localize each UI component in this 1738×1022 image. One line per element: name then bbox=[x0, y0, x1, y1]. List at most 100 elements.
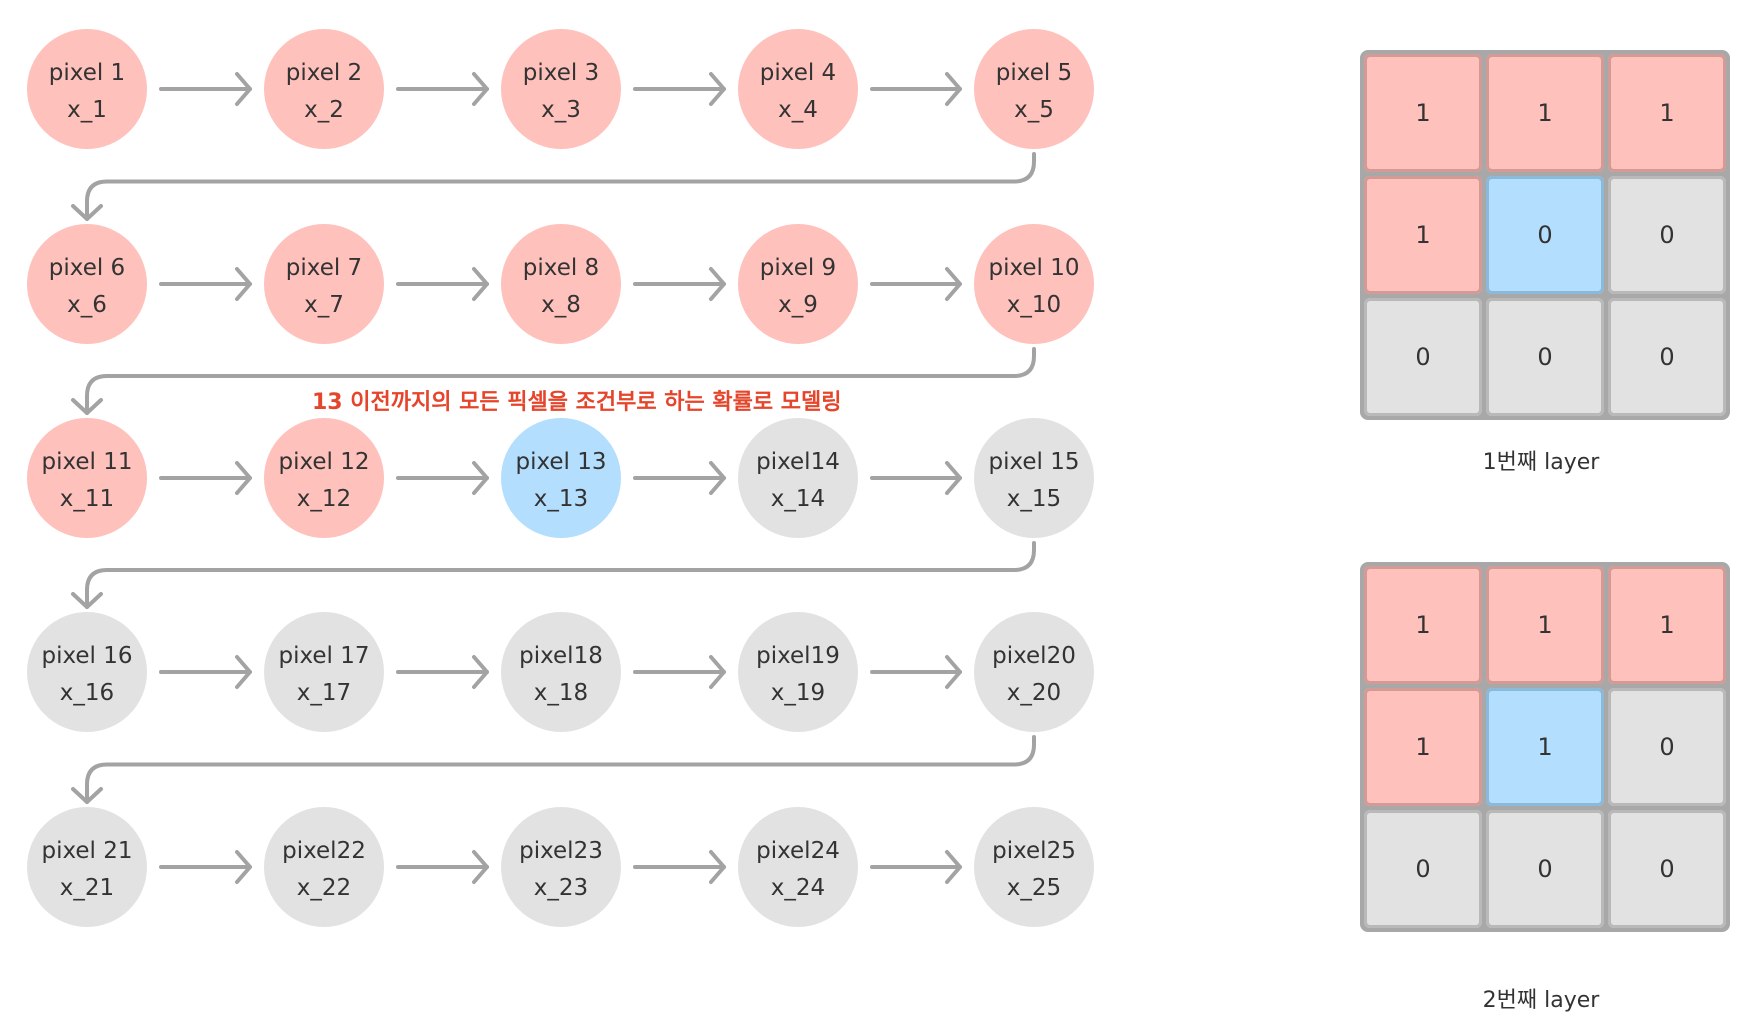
layer-cell: 0 bbox=[1364, 810, 1482, 928]
layer-2-caption: 2번째 layer bbox=[1482, 988, 1600, 1013]
pixel-node-var: x_6 bbox=[67, 292, 107, 318]
pixel-node-label: pixel24 bbox=[756, 838, 840, 864]
layer-cell: 1 bbox=[1486, 566, 1604, 684]
pixel-node: pixel 21x_21 bbox=[27, 807, 147, 927]
pixel-node-circle bbox=[27, 418, 147, 538]
pixel-node-var: x_19 bbox=[771, 680, 825, 706]
pixel-node: pixel 16x_16 bbox=[27, 612, 147, 732]
wrap-connector bbox=[85, 152, 1036, 221]
arrow-head bbox=[945, 72, 962, 106]
layer-cell: 0 bbox=[1364, 298, 1482, 416]
pixel-node: pixel25 x_25 bbox=[974, 807, 1094, 927]
connectors bbox=[71, 72, 1036, 884]
pixel-node-label: pixel 10 bbox=[988, 255, 1079, 281]
pixel-node-var: x_7 bbox=[304, 292, 344, 318]
pixel-node: pixel 8x_8 bbox=[501, 224, 621, 344]
pixel-node-label: pixel 1 bbox=[49, 60, 125, 86]
pixel-node-var: x_2 bbox=[304, 97, 344, 123]
pixel-node-label: pixel 4 bbox=[760, 60, 836, 86]
pixel-node-circle bbox=[738, 807, 858, 927]
pixel-node-label: pixel 11 bbox=[41, 449, 132, 475]
conditional-annotation: 13 이전까지의 모든 픽셀을 조건부로 하는 확률로 모델링 bbox=[312, 390, 842, 415]
pixel-node-label: pixel 15 bbox=[988, 449, 1079, 475]
arrow-head bbox=[235, 850, 252, 884]
layer-cell: 0 bbox=[1608, 810, 1726, 928]
pixel-node-label: pixel 2 bbox=[286, 60, 362, 86]
pixel-node-label: pixel 12 bbox=[278, 449, 369, 475]
pixel-node-circle bbox=[27, 807, 147, 927]
pixel-node-label: pixel 7 bbox=[286, 255, 362, 281]
pixel-node-var: x_22 bbox=[297, 875, 351, 901]
pixel-node-var: x_14 bbox=[771, 486, 825, 512]
pixel-node-var: x_23 bbox=[534, 875, 588, 901]
layer-cell: 1 bbox=[1486, 54, 1604, 172]
arrow-head bbox=[709, 72, 726, 106]
pixel-node-circle bbox=[974, 224, 1094, 344]
pixel-node-circle bbox=[974, 807, 1094, 927]
pixel-node-var: x_9 bbox=[778, 292, 818, 318]
layer-cell: 0 bbox=[1486, 298, 1604, 416]
pixel-node-circle bbox=[264, 29, 384, 149]
pixel-node-var: x_25 bbox=[1007, 875, 1061, 901]
pixel-node-circle bbox=[974, 612, 1094, 732]
pixel-node: pixel 9x_9 bbox=[738, 224, 858, 344]
layer-cell: 0 bbox=[1486, 810, 1604, 928]
pixel-node-circle bbox=[501, 29, 621, 149]
layer-cell: 1 bbox=[1364, 176, 1482, 294]
layer-cell: 1 bbox=[1364, 54, 1482, 172]
pixel-node-var: x_17 bbox=[297, 680, 351, 706]
pixel-node: pixel22 x_22 bbox=[264, 807, 384, 927]
arrow-head bbox=[472, 655, 489, 689]
pixel-node-circle bbox=[27, 29, 147, 149]
pixel-node-label: pixel23 bbox=[519, 838, 603, 864]
pixel-node-label: pixel25 bbox=[992, 838, 1076, 864]
layer-1-caption: 1번째 layer bbox=[1482, 450, 1600, 475]
pixel-node-label: pixel 13 bbox=[515, 449, 606, 475]
layer-cell: 1 bbox=[1486, 688, 1604, 806]
pixel-node: pixel23 x_23 bbox=[501, 807, 621, 927]
arrow-head bbox=[235, 461, 252, 495]
pixel-node: pixel 7 x_7 bbox=[264, 224, 384, 344]
pixel-node-label: pixel 6 bbox=[49, 255, 125, 281]
arrow-head bbox=[71, 204, 103, 221]
pixel-node: pixel 12 x_12 bbox=[264, 418, 384, 538]
layer-cell: 1 bbox=[1608, 54, 1726, 172]
arrow-head bbox=[472, 850, 489, 884]
pixel-node: pixel 6 x_6 bbox=[27, 224, 147, 344]
wrap-connector bbox=[85, 735, 1036, 804]
pixel-node-circle bbox=[264, 807, 384, 927]
arrow-head bbox=[709, 267, 726, 301]
pixel-node-var: x_21 bbox=[60, 875, 114, 901]
arrow-head bbox=[945, 461, 962, 495]
arrow-head bbox=[945, 267, 962, 301]
pixel-node-label: pixel 17 bbox=[278, 643, 369, 669]
pixel-node-label: pixel22 bbox=[282, 838, 366, 864]
pixel-node-label: pixel14 bbox=[756, 449, 840, 475]
pixel-node: pixel 2 x_2 bbox=[264, 29, 384, 149]
arrow-head bbox=[235, 655, 252, 689]
pixel-node: pixel 13x_13 bbox=[501, 418, 621, 538]
layer-cell: 0 bbox=[1608, 298, 1726, 416]
pixel-node-circle bbox=[501, 418, 621, 538]
arrow-head bbox=[945, 850, 962, 884]
pixel-node: pixel 11x_11 bbox=[27, 418, 147, 538]
arrow-head bbox=[235, 72, 252, 106]
pixel-node-label: pixel20 bbox=[992, 643, 1076, 669]
pixel-node-label: pixel 5 bbox=[996, 60, 1072, 86]
pixel-node: pixel14 x_14 bbox=[738, 418, 858, 538]
arrow-head bbox=[945, 655, 962, 689]
pixel-node-var: x_8 bbox=[541, 292, 581, 318]
layer-cell: 0 bbox=[1608, 176, 1726, 294]
pixel-node-circle bbox=[264, 418, 384, 538]
pixel-node: pixel 5x_5 bbox=[974, 29, 1094, 149]
pixel-node-var: x_12 bbox=[297, 486, 351, 512]
arrow-head bbox=[709, 850, 726, 884]
pixel-node-circle bbox=[27, 224, 147, 344]
layer-cell: 0 bbox=[1608, 688, 1726, 806]
pixel-node-var: x_3 bbox=[541, 97, 581, 123]
pixel-node: pixel 3x_3 bbox=[501, 29, 621, 149]
